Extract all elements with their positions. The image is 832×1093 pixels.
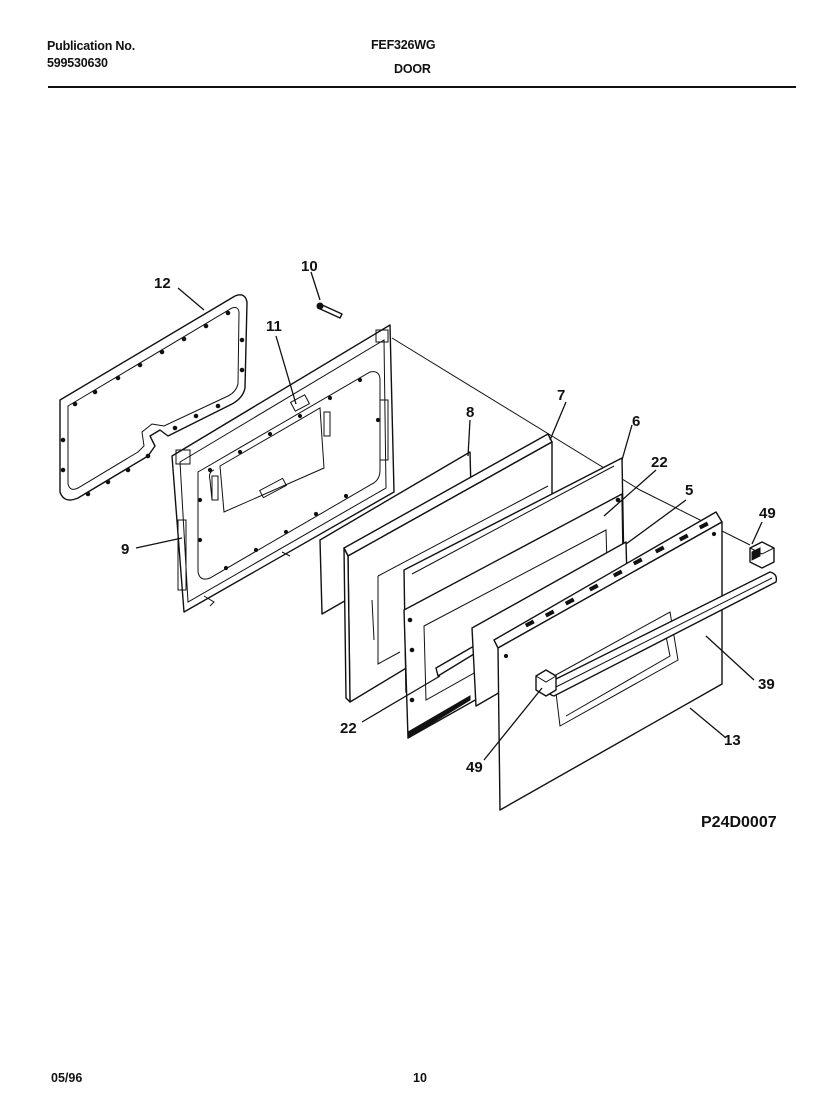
part-handle-cap-left: [535, 669, 557, 697]
model-number: FEF326WG: [371, 38, 436, 52]
header-rule: [48, 86, 796, 88]
drawing-code: P24D0007: [701, 814, 777, 831]
publication-label: Publication No.: [47, 39, 135, 53]
callout-39: 39: [758, 676, 775, 693]
callout-6: 6: [632, 413, 640, 430]
footer-page-number: 10: [413, 1071, 427, 1085]
callout-7: 7: [557, 387, 565, 404]
callout-5: 5: [685, 482, 693, 499]
callout-10: 10: [301, 258, 318, 275]
callout-49-left: 49: [466, 759, 483, 776]
footer-date: 05/96: [51, 1071, 83, 1085]
callout-22-lower: 22: [340, 720, 357, 737]
callout-22-upper: 22: [651, 454, 668, 471]
callout-11: 11: [266, 318, 282, 335]
callout-13: 13: [724, 732, 741, 749]
callout-12: 12: [154, 275, 171, 292]
callout-9: 9: [121, 541, 129, 558]
part-gasket: [59, 294, 248, 501]
publication-number: 599530630: [47, 56, 108, 70]
part-handle-cap-right: [749, 541, 775, 569]
part-screw: [316, 302, 343, 319]
callout-8: 8: [466, 404, 474, 421]
part-door-liner: [171, 324, 395, 613]
leader-lines: [135, 271, 763, 761]
callout-49-right: 49: [759, 505, 776, 522]
callout-labels: 12 10 11 9 8 7 6 22 5 49 39 13 49 22: [121, 258, 776, 776]
section-title: DOOR: [394, 62, 431, 76]
